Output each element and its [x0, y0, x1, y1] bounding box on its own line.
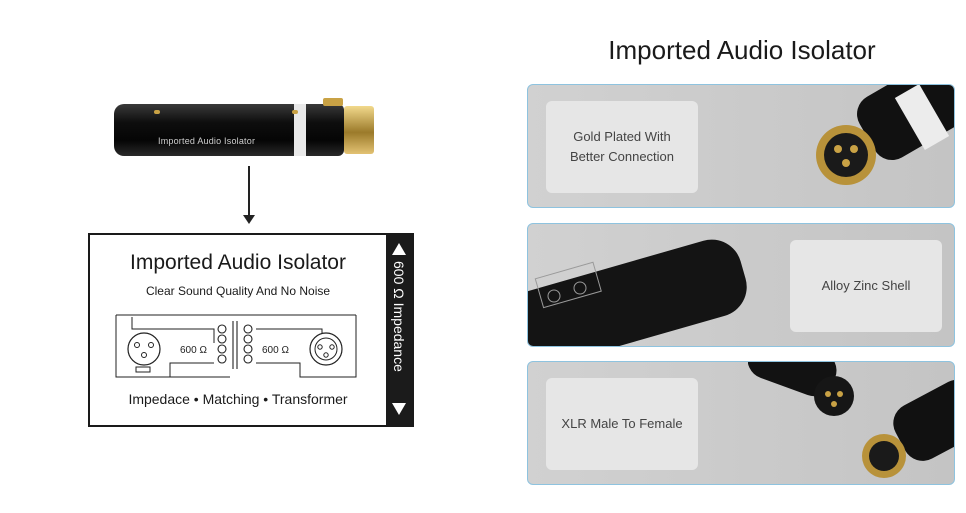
isolator-barrel: Imported Audio Isolator: [114, 104, 344, 156]
latch-tab: [323, 98, 343, 106]
feature-label-line: Alloy Zinc Shell: [821, 278, 911, 293]
feature-card-gold: Gold Plated With Better Connection: [527, 84, 955, 208]
xlr-male-symbol: [127, 332, 161, 373]
feature-label: XLR Male To Female: [546, 378, 698, 470]
pointer-arrow-head: [243, 215, 255, 224]
impedance-side-band: 600 Ω Impedance: [386, 235, 412, 425]
pointer-arrow-line: [248, 166, 250, 218]
feature-card-xlr: XLR Male To Female: [527, 361, 955, 485]
diagram-title: Imported Audio Isolator: [130, 251, 346, 274]
screw: [154, 110, 160, 114]
transformer-schematic: 600 Ω 600 Ω: [115, 314, 357, 378]
xlr-female-symbol: [309, 332, 343, 366]
feature-label-line: XLR Male To Female: [561, 416, 683, 431]
transformer-coils: [217, 321, 253, 369]
product-image: Imported Audio Isolator: [108, 92, 408, 172]
zinc-shell-image: [528, 239, 747, 346]
triangle-up-icon: [392, 243, 406, 255]
feature-label: Alloy Zinc Shell: [790, 240, 942, 332]
screw: [292, 110, 298, 114]
left-impedance: 600 Ω: [180, 345, 207, 356]
barrel-band: [294, 104, 306, 156]
barrel-label: Imported Audio Isolator: [158, 136, 256, 146]
gold-connector: [344, 106, 374, 154]
xlr-connectors-image: [748, 362, 954, 478]
diagram-card: Imported Audio Isolator Clear Sound Qual…: [88, 233, 414, 427]
impedance-side-text: 600 Ω Impedance: [391, 261, 407, 372]
gold-connector-image: [816, 85, 954, 185]
triangle-down-icon: [392, 403, 406, 415]
right-impedance: 600 Ω: [262, 345, 289, 356]
feature-label-line: Gold Plated With: [573, 129, 671, 144]
diagram-footer: Impedace • Matching • Transformer: [128, 391, 348, 407]
feature-label: Gold Plated With Better Connection: [546, 101, 698, 193]
right-title: Imported Audio Isolator: [608, 35, 876, 65]
feature-label-line: Better Connection: [569, 149, 675, 164]
diagram-subtitle: Clear Sound Quality And No Noise: [145, 284, 331, 298]
feature-card-shell: Alloy Zinc Shell: [527, 223, 955, 347]
